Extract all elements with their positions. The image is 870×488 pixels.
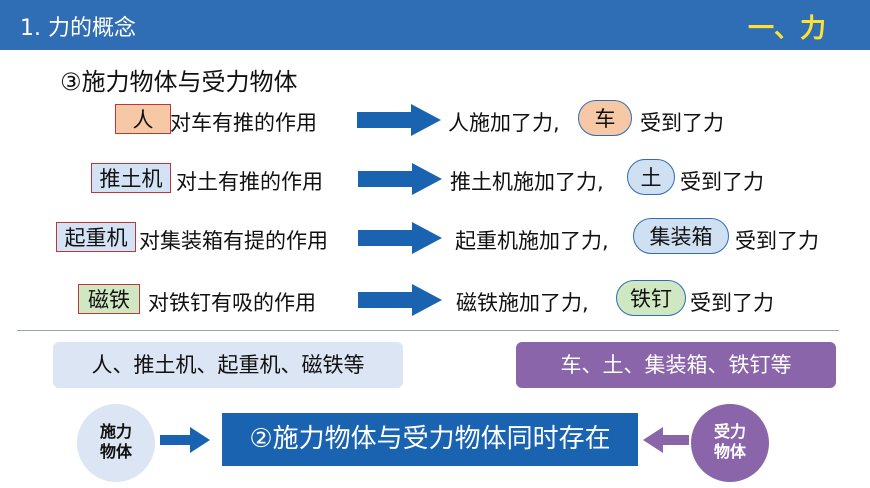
- result-text: 起重机施加了力,: [455, 229, 609, 253]
- relation-text: 对铁钉有吸的作用: [148, 291, 316, 315]
- section-title: 1. 力的概念: [20, 16, 136, 41]
- arrow-right-icon: [357, 104, 441, 136]
- agent-box: 推土机: [91, 163, 171, 193]
- example-row: 人 对车有推的作用 人施加了力, 车 受到了力: [0, 100, 870, 144]
- agent-box: 起重机: [56, 222, 136, 252]
- result-suffix: 受到了力: [680, 170, 764, 194]
- result-suffix: 受到了力: [690, 291, 774, 315]
- agent-circle-line1: 施力: [99, 422, 132, 441]
- relation-text: 对土有推的作用: [176, 170, 323, 194]
- agent-circle-line2: 物体: [99, 442, 132, 461]
- arrow-left-icon: [643, 427, 689, 453]
- arrow-right-icon: [358, 284, 442, 316]
- result-suffix: 受到了力: [735, 229, 819, 253]
- relation-text: 对车有推的作用: [170, 111, 317, 135]
- receiver-circle-line1: 受力: [713, 422, 746, 441]
- example-row: 起重机 对集装箱有提的作用 起重机施加了力, 集装箱 受到了力: [0, 218, 870, 262]
- result-text: 推土机施加了力,: [450, 170, 604, 194]
- header-bar: 1. 力的概念 一、力: [0, 0, 870, 50]
- receiver-oval: 铁钉: [616, 280, 686, 316]
- receiver-circle-line2: 物体: [713, 442, 746, 461]
- arrow-right-icon: [358, 222, 442, 254]
- relation-text: 对集装箱有提的作用: [139, 229, 328, 253]
- example-row: 推土机 对土有推的作用 推土机施加了力, 土 受到了力: [0, 159, 870, 203]
- agent-circle: 施力 物体: [77, 404, 155, 482]
- slide-subtitle: ③施力物体与受力物体: [60, 68, 298, 96]
- arrow-right-icon: [160, 427, 210, 453]
- center-conclusion-box: ②施力物体与受力物体同时存在: [222, 413, 638, 466]
- receiver-circle: 受力 物体: [691, 404, 769, 482]
- agent-box: 磁铁: [78, 284, 140, 314]
- example-row: 磁铁 对铁钉有吸的作用 磁铁施加了力, 铁钉 受到了力: [0, 280, 870, 324]
- receivers-summary-box: 车、土、集装箱、铁钉等: [516, 342, 836, 388]
- divider-line: [17, 330, 839, 331]
- agent-box: 人: [115, 104, 171, 134]
- result-text: 人施加了力,: [448, 111, 560, 135]
- arrow-right-icon: [358, 163, 442, 195]
- agents-summary-box: 人、推土机、起重机、磁铁等: [53, 342, 403, 388]
- receiver-oval: 集装箱: [633, 218, 729, 254]
- result-text: 磁铁施加了力,: [456, 291, 589, 315]
- receiver-oval: 土: [627, 159, 675, 195]
- result-suffix: 受到了力: [640, 111, 724, 135]
- receiver-oval: 车: [578, 100, 632, 136]
- chapter-badge: 一、力: [747, 14, 826, 44]
